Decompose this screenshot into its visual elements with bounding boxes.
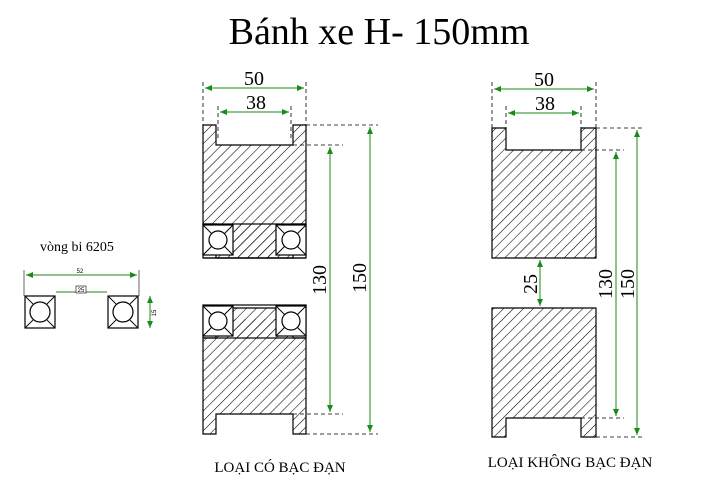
left-caption: LOẠI CÓ BẠC ĐẠN xyxy=(214,459,345,476)
bearing-section-right xyxy=(107,295,139,329)
left-bearing-lower-right xyxy=(275,305,307,337)
right-lower-body xyxy=(491,307,597,438)
bearing-section-left xyxy=(24,295,56,329)
wheel-with-bearing-view: 50 38 130 150 LOẠI CÓ BẠC ĐẠN xyxy=(202,68,378,476)
bearing-center-dim-box xyxy=(75,285,87,294)
right-inner-width-dim: 38 xyxy=(535,93,555,115)
right-outer-width-dim: 50 xyxy=(534,69,554,91)
right-gap-dim: 25 xyxy=(520,274,542,294)
left-outer-height-dim: 150 xyxy=(349,263,371,293)
left-inner-width-dim: 38 xyxy=(246,92,266,114)
bearing-label: vòng bi 6205 xyxy=(40,240,114,255)
page-title: Bánh xe H- 150mm xyxy=(229,11,530,53)
left-bearing-upper-right xyxy=(275,224,307,256)
left-outer-width-dim: 50 xyxy=(244,68,264,90)
bearing-height-dim: 15 xyxy=(152,309,158,316)
bearing-center-dim: 25 xyxy=(78,288,85,294)
left-inner-height-dim: 130 xyxy=(309,265,331,295)
right-caption: LOẠI KHÔNG BẠC ĐẠN xyxy=(488,454,653,471)
bearing-width-dim: 52 xyxy=(77,269,84,275)
right-outer-height-dim: 150 xyxy=(617,269,639,299)
left-bearing-upper-left xyxy=(202,224,234,256)
bearing-detail: vòng bi 6205 52 25 15 xyxy=(23,240,158,329)
right-inner-height-dim: 130 xyxy=(595,269,617,299)
wheel-without-bearing-view: 50 38 25 130 150 LOẠI KHÔNG BẠC ĐẠN xyxy=(488,69,653,471)
left-bearing-lower-left xyxy=(202,305,234,337)
right-upper-body xyxy=(491,127,597,259)
